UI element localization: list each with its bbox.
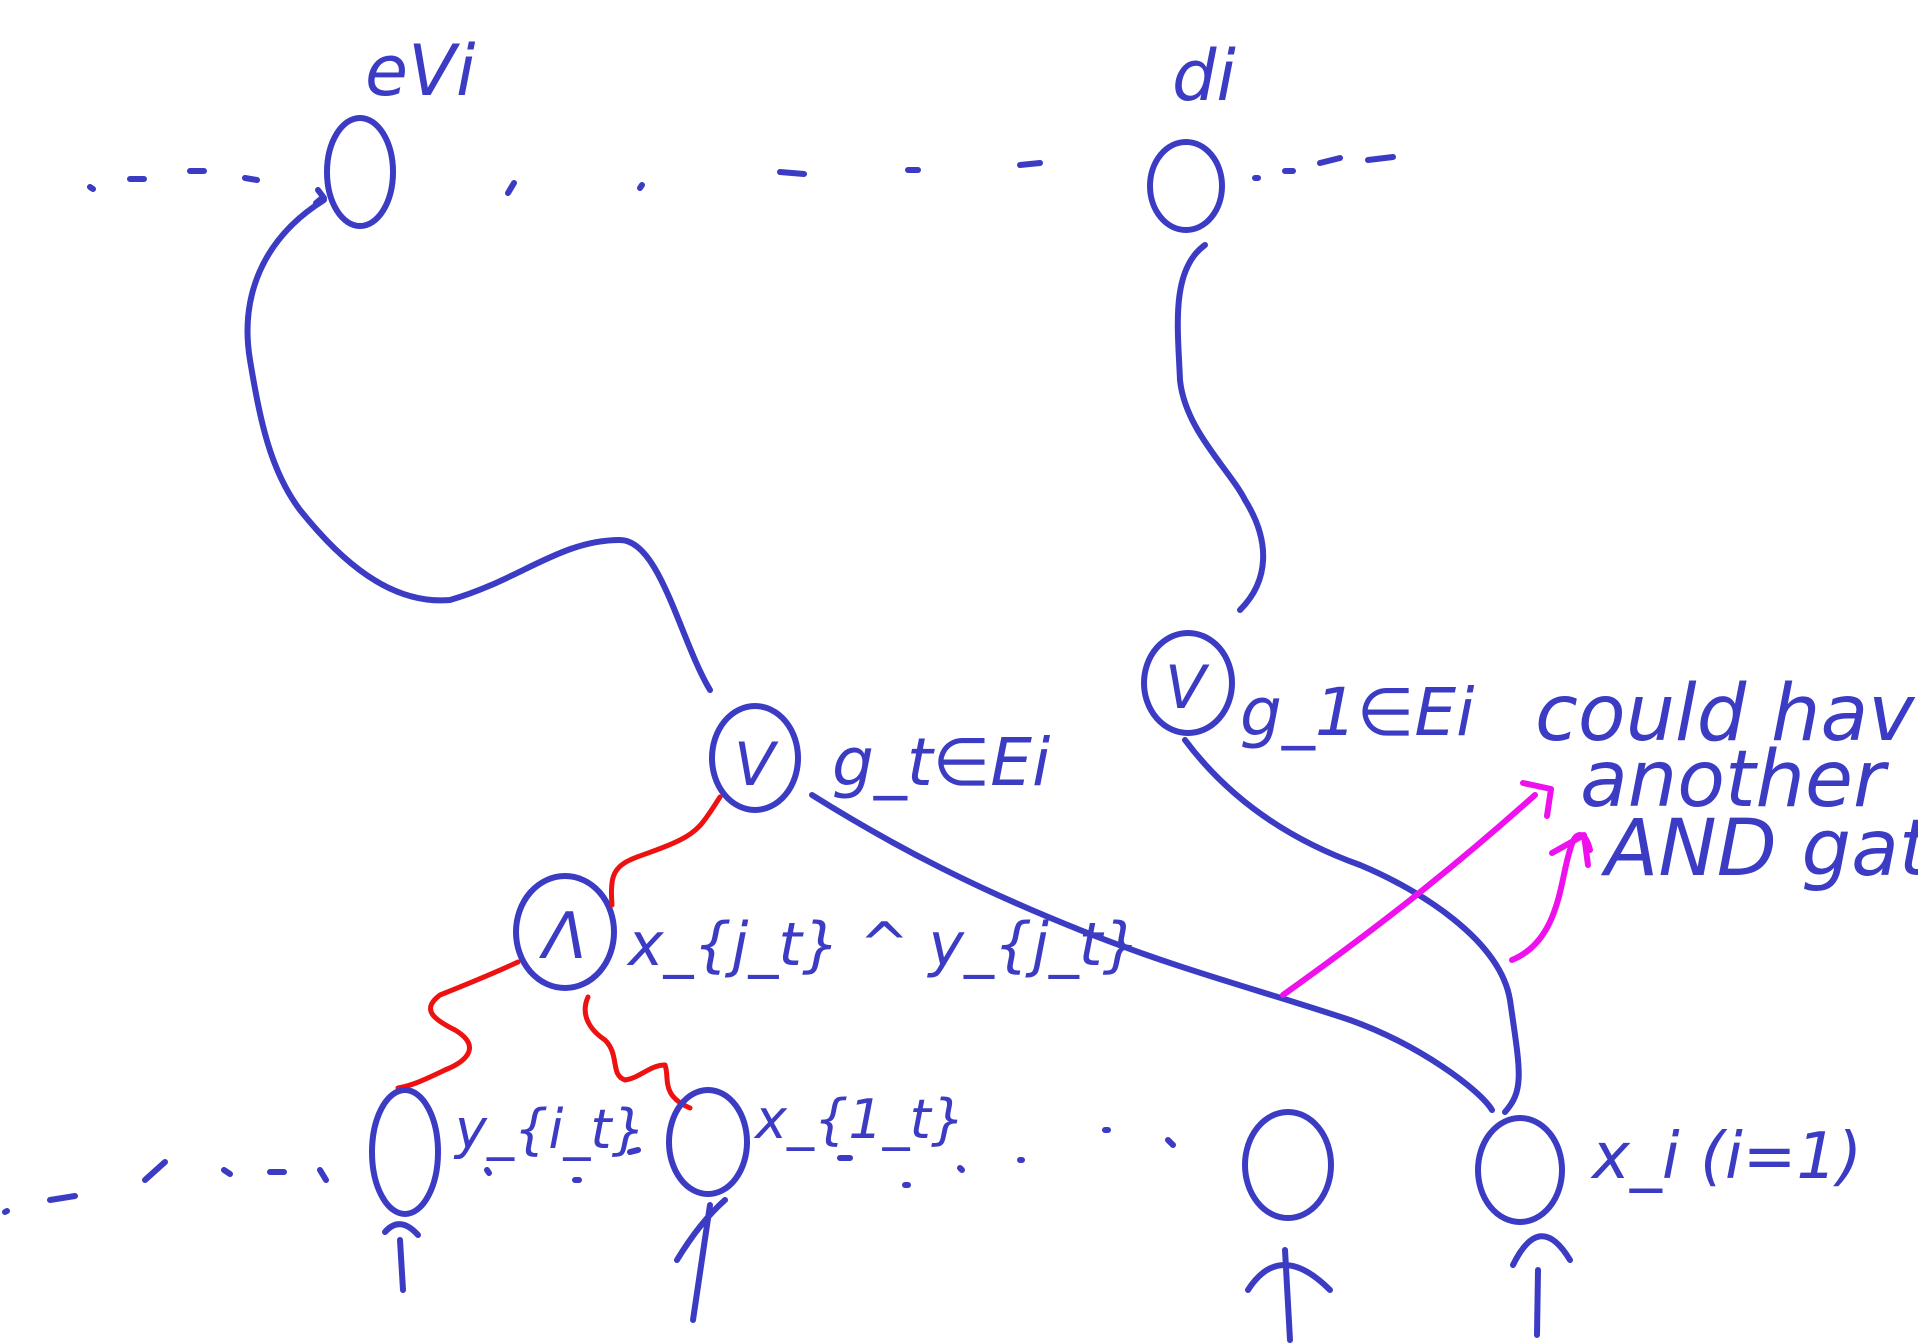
input-node-x [666,1087,750,1197]
note: could have another AND gate [1535,669,1918,894]
arrow-head-1 [1520,780,1554,819]
input-y-label: y_{i_t} [453,1098,646,1161]
red-wire-and-to-y [395,959,521,1091]
wires [244,197,1522,1115]
arrow-icon [382,1221,421,1293]
arrow-icon [674,1197,728,1323]
wire-topleft-to-gt [244,197,713,693]
input-x-label: x_{1_t} [753,1088,965,1151]
top-node-right [1147,139,1225,233]
note-line-1: could have [1535,669,1918,759]
top-node-left [313,115,396,229]
arrow-to-note-1 [1280,792,1538,998]
highlight-path [395,794,723,1111]
label-top-right: di [1172,35,1236,117]
input-arrows [382,1197,1573,1343]
label-top-left: eVi [365,30,476,112]
input-node-xi [1475,1115,1565,1225]
input-node-empty [1242,1109,1334,1221]
top-dashed-row [87,154,1396,196]
wire-gt-to-xi [809,792,1495,1113]
arrow-icon [1510,1233,1573,1338]
gate-or-left [709,703,801,813]
arrow-head-2 [1549,832,1591,868]
wire-topright-to-g1 [1174,242,1267,613]
arrow-icon [1245,1247,1333,1343]
gate-and [513,873,617,991]
gate-or-right [1141,630,1235,736]
gate-or-left-symbol: V [734,730,779,800]
input-node-y [369,1087,441,1217]
note-line-2: another [1580,735,1890,825]
note-line-3: AND gate [1600,804,1918,894]
red-wire-gt-to-and [608,794,723,908]
gate-and-symbol: Λ [538,900,587,974]
gate-and-label: x_{j_t} ^ y_{j_t} [626,910,1141,980]
bottom-dashed-row [2,1127,1176,1215]
gate-or-right-label: g_1∈Ei [1240,674,1475,751]
gate-or-right-symbol: V [1165,653,1210,723]
gate-or-left-label: g_t∈Ei [832,724,1051,801]
input-xi-label: x_i (i=1) [1590,1120,1862,1194]
annotation-arrows [1280,780,1593,998]
red-wire-and-to-x [582,994,693,1111]
wire-g1-to-xi [1182,737,1522,1115]
